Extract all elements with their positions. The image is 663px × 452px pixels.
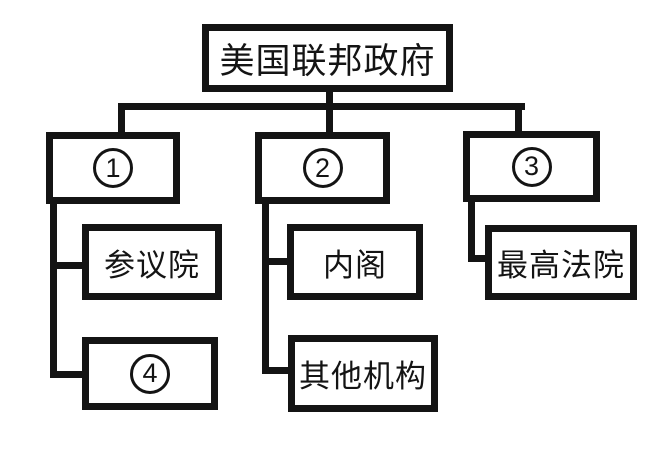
circled-digit-2: 2 [302, 148, 343, 188]
connector-drop-branch2 [326, 103, 333, 134]
node-other-agencies-label: 其他机构 [299, 359, 427, 394]
node-branch-1: 1 [46, 132, 180, 204]
connector-branch3-vertical [468, 200, 475, 262]
circled-digit-3: 3 [511, 146, 552, 187]
node-cabinet-label: 内阁 [323, 247, 387, 283]
node-federal-government-label: 美国联邦政府 [219, 41, 436, 81]
connector-branch2-to-cabinet [262, 258, 287, 265]
connector-branch3-to-court [468, 255, 485, 262]
connector-branch2-to-other [262, 367, 288, 374]
connector-branch1-to-senate [50, 262, 82, 269]
node-supreme-court: 最高法院 [485, 225, 637, 300]
connector-branch1-to-node4 [50, 371, 82, 378]
node-other-agencies: 其他机构 [288, 335, 438, 412]
node-cabinet: 内阁 [287, 224, 423, 300]
node-branch-4: 4 [82, 337, 218, 410]
node-supreme-court-label: 最高法院 [497, 248, 625, 283]
circled-digit-1: 1 [93, 148, 133, 188]
connector-horizontal-bus [118, 103, 525, 110]
node-federal-government: 美国联邦政府 [202, 24, 453, 92]
connector-drop-branch3 [515, 103, 522, 133]
connector-root-stem [326, 90, 333, 106]
connector-branch1-vertical [50, 202, 57, 378]
node-branch-2: 2 [255, 132, 390, 204]
circled-digit-4: 4 [130, 353, 170, 394]
connector-drop-branch1 [118, 103, 125, 134]
node-senate: 参议院 [82, 224, 222, 300]
connector-branch2-vertical [262, 202, 269, 374]
node-senate-label: 参议院 [104, 247, 200, 283]
node-branch-3: 3 [463, 131, 600, 202]
